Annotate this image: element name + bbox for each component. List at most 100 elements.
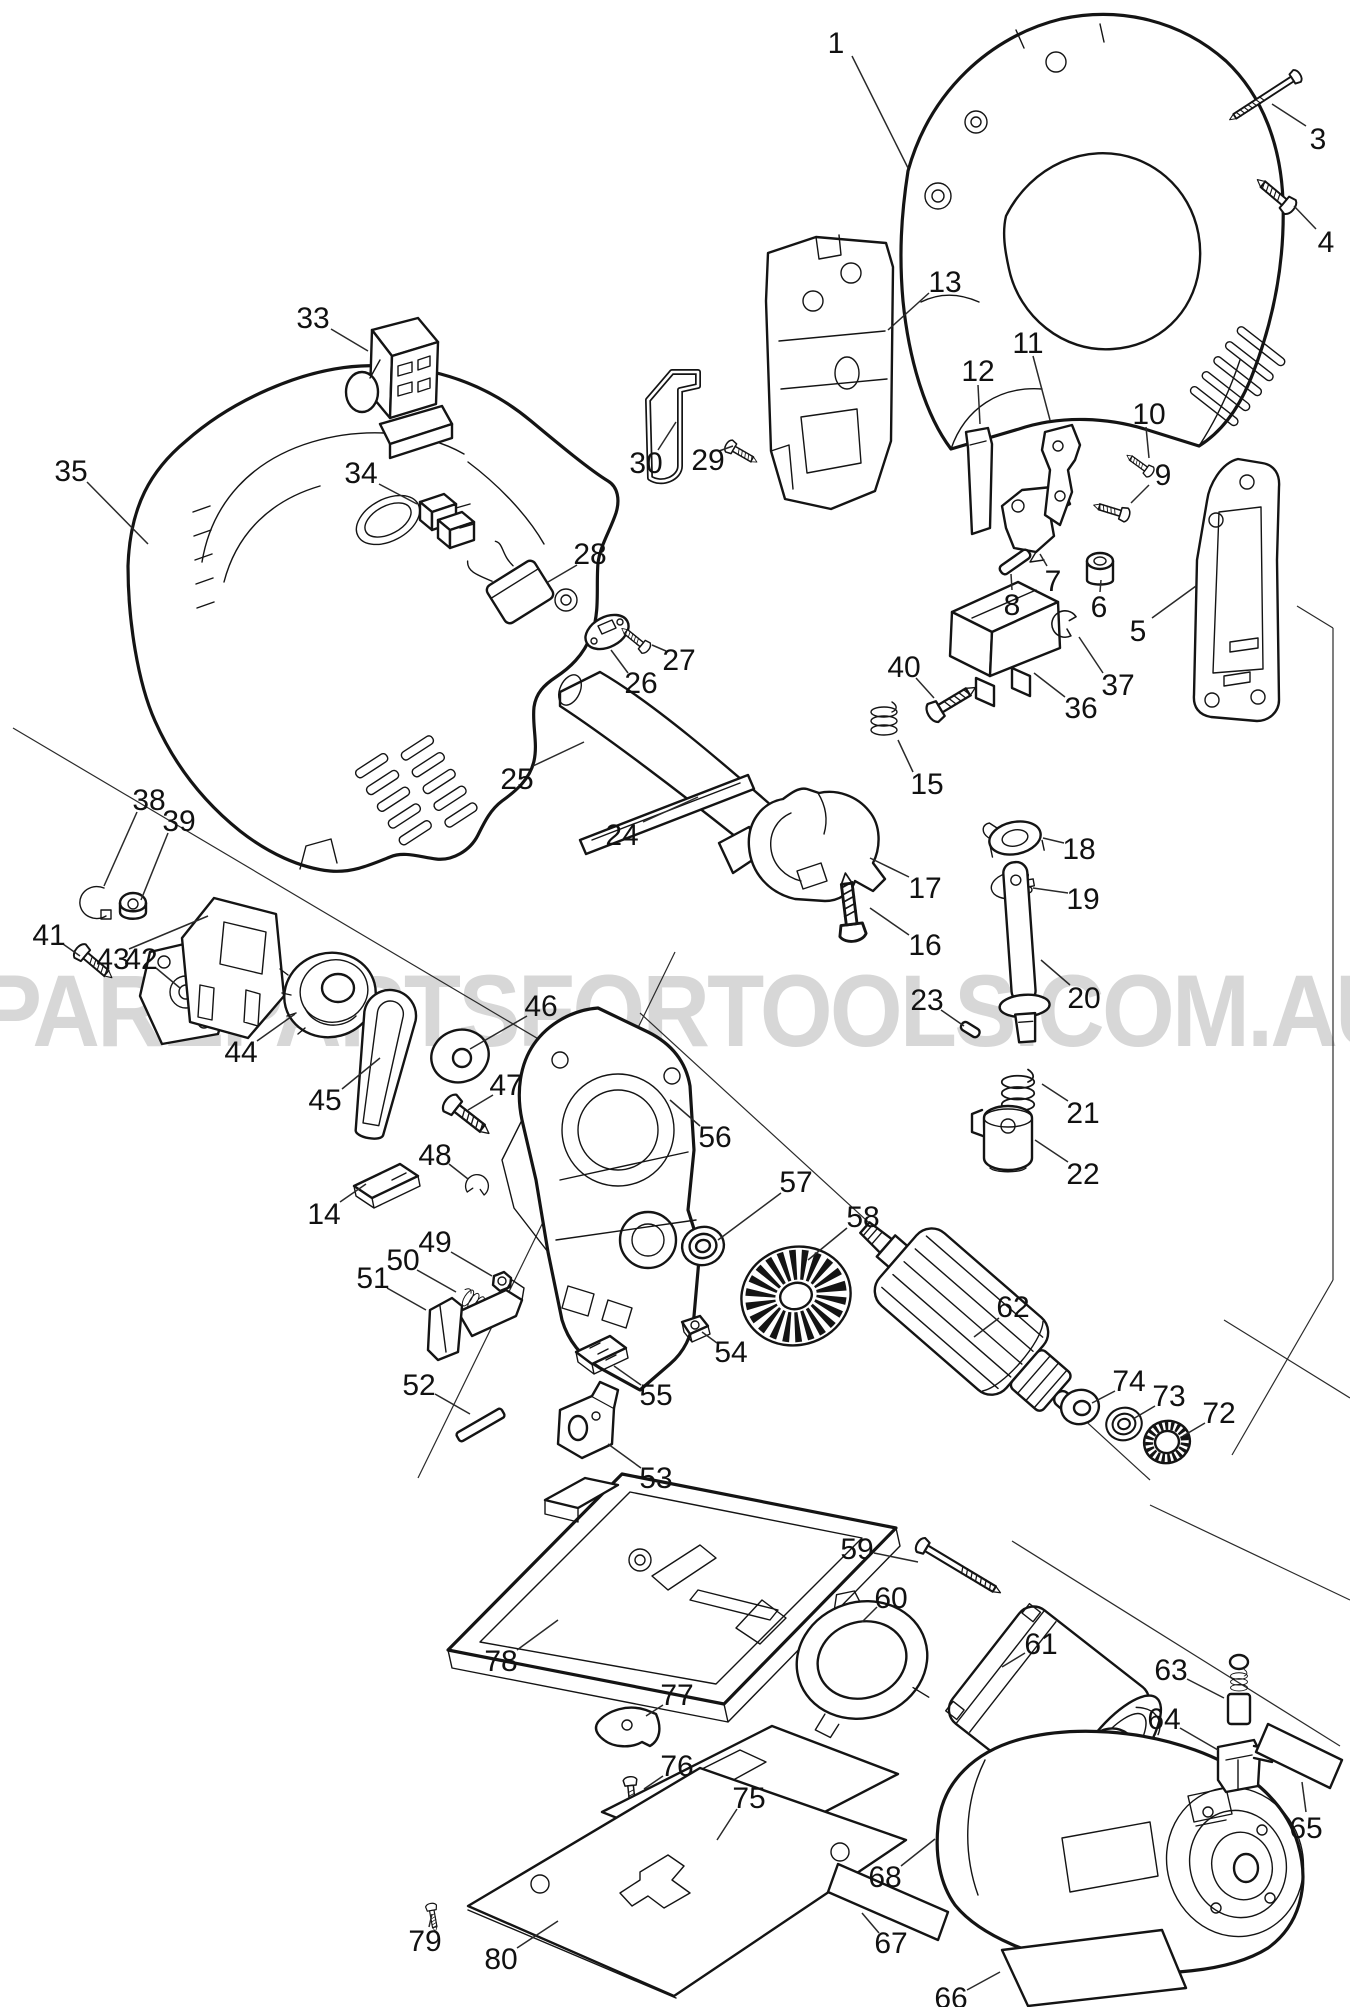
part-leader-30 <box>657 421 677 451</box>
part-leader-57 <box>717 1192 782 1241</box>
part-label-27: 27 <box>662 644 695 677</box>
part-label-73: 73 <box>1152 1380 1185 1413</box>
construction-line <box>1296 605 1334 629</box>
part-label-46: 46 <box>524 990 557 1023</box>
part-leader-33 <box>330 328 369 352</box>
part-label-35: 35 <box>54 455 87 488</box>
part-leader-12 <box>977 384 981 425</box>
part-leader-39 <box>140 832 169 901</box>
part-68-drawing <box>935 1729 1305 1975</box>
part-leader-38 <box>103 811 138 887</box>
part-leader-26 <box>610 649 629 674</box>
part-label-80: 80 <box>484 1943 517 1976</box>
part-leader-36 <box>1033 672 1066 698</box>
part-leader-6 <box>1099 579 1102 593</box>
part-39-drawing <box>118 891 148 920</box>
part-58-drawing <box>740 1245 852 1347</box>
part-59-drawing <box>912 1534 1006 1601</box>
construction-line <box>1231 1279 1334 1456</box>
part-labels: 1345678910111213141516171819202122232425… <box>32 27 1334 2007</box>
part-8-drawing <box>998 548 1032 576</box>
part-leader-75 <box>716 1808 738 1841</box>
part-leader-29 <box>718 445 734 452</box>
part-leader-55 <box>613 1365 642 1386</box>
part-35-drawing <box>126 364 620 873</box>
part-label-38: 38 <box>132 784 165 817</box>
part-6-drawing <box>1085 551 1115 586</box>
part-label-12: 12 <box>961 355 994 388</box>
part-label-48: 48 <box>418 1139 451 1172</box>
part-73-drawing <box>1101 1402 1147 1446</box>
part-label-22: 22 <box>1066 1158 1099 1191</box>
construction-line <box>1011 1540 1341 1747</box>
part-label-53: 53 <box>639 1462 672 1495</box>
part-leader-19 <box>1032 887 1069 894</box>
part-5-drawing <box>1192 457 1281 723</box>
part-label-9: 9 <box>1155 459 1172 492</box>
part-label-79: 79 <box>408 1925 441 1958</box>
part-label-16: 16 <box>908 929 941 962</box>
part-label-1: 1 <box>828 27 845 60</box>
part-label-23: 23 <box>910 984 943 1017</box>
part-leader-74 <box>1091 1390 1116 1404</box>
part-label-60: 60 <box>874 1582 907 1615</box>
part-label-24: 24 <box>605 819 638 852</box>
part-22-drawing <box>970 1104 1034 1173</box>
part-leader-80 <box>516 1920 559 1949</box>
part-label-72: 72 <box>1202 1397 1235 1430</box>
part-17-drawing <box>717 787 887 903</box>
part-leader-5 <box>1151 585 1197 619</box>
part-label-5: 5 <box>1130 615 1147 648</box>
part-label-15: 15 <box>910 768 943 801</box>
part-leader-54 <box>701 1331 718 1344</box>
part-label-78: 78 <box>484 1645 517 1678</box>
part-77-drawing <box>594 1706 661 1748</box>
part-21-drawing <box>1000 1068 1036 1112</box>
part-1-drawing <box>899 12 1286 451</box>
part-52-drawing <box>455 1407 506 1443</box>
part-leader-44 <box>256 1013 296 1042</box>
part-45-drawing <box>354 988 418 1140</box>
part-74-drawing <box>1059 1388 1101 1426</box>
part-leader-22 <box>1034 1139 1069 1163</box>
part-label-29: 29 <box>691 444 724 477</box>
part-leader-48 <box>448 1163 469 1180</box>
part-label-67: 67 <box>874 1927 907 1960</box>
part-label-21: 21 <box>1066 1097 1099 1130</box>
part-53-drawing <box>556 1380 620 1460</box>
part-leader-79 <box>428 1913 433 1928</box>
part-leader-65 <box>1301 1781 1307 1813</box>
construction-line <box>1149 1504 1350 1601</box>
part-label-66: 66 <box>934 1982 967 2007</box>
part-label-76: 76 <box>660 1750 693 1783</box>
part-56-drawing <box>501 1006 702 1392</box>
part-label-44: 44 <box>224 1036 257 1069</box>
part-62-drawing <box>859 1221 1088 1423</box>
part-leader-56 <box>669 1099 701 1127</box>
part-leader-60 <box>861 1606 878 1623</box>
part-leader-49 <box>450 1251 493 1277</box>
part-label-59: 59 <box>840 1533 873 1566</box>
part-leader-10 <box>1145 426 1150 459</box>
part-leader-77 <box>645 1704 664 1717</box>
part-66-drawing <box>1000 1928 1188 2007</box>
part-leader-78 <box>516 1619 559 1651</box>
part-label-13: 13 <box>928 266 961 299</box>
part-leader-37 <box>1078 636 1104 674</box>
part-label-49: 49 <box>418 1226 451 1259</box>
part-18-drawing <box>982 820 1045 858</box>
part-leader-43 <box>128 915 209 950</box>
part-leader-1 <box>851 55 909 169</box>
part-leader-9 <box>1130 484 1150 504</box>
part-label-25: 25 <box>500 763 533 796</box>
part-36-drawing <box>948 580 1062 708</box>
part-leader-4 <box>1293 205 1317 230</box>
part-label-50: 50 <box>386 1244 419 1277</box>
part-leader-50 <box>416 1269 457 1293</box>
part-leader-27 <box>651 644 667 652</box>
part-46-drawing <box>430 1028 490 1084</box>
part-leader-8 <box>1010 573 1013 591</box>
part-28-drawing <box>466 540 555 625</box>
part-leader-24 <box>642 796 699 823</box>
part-67-drawing <box>826 1862 950 1942</box>
